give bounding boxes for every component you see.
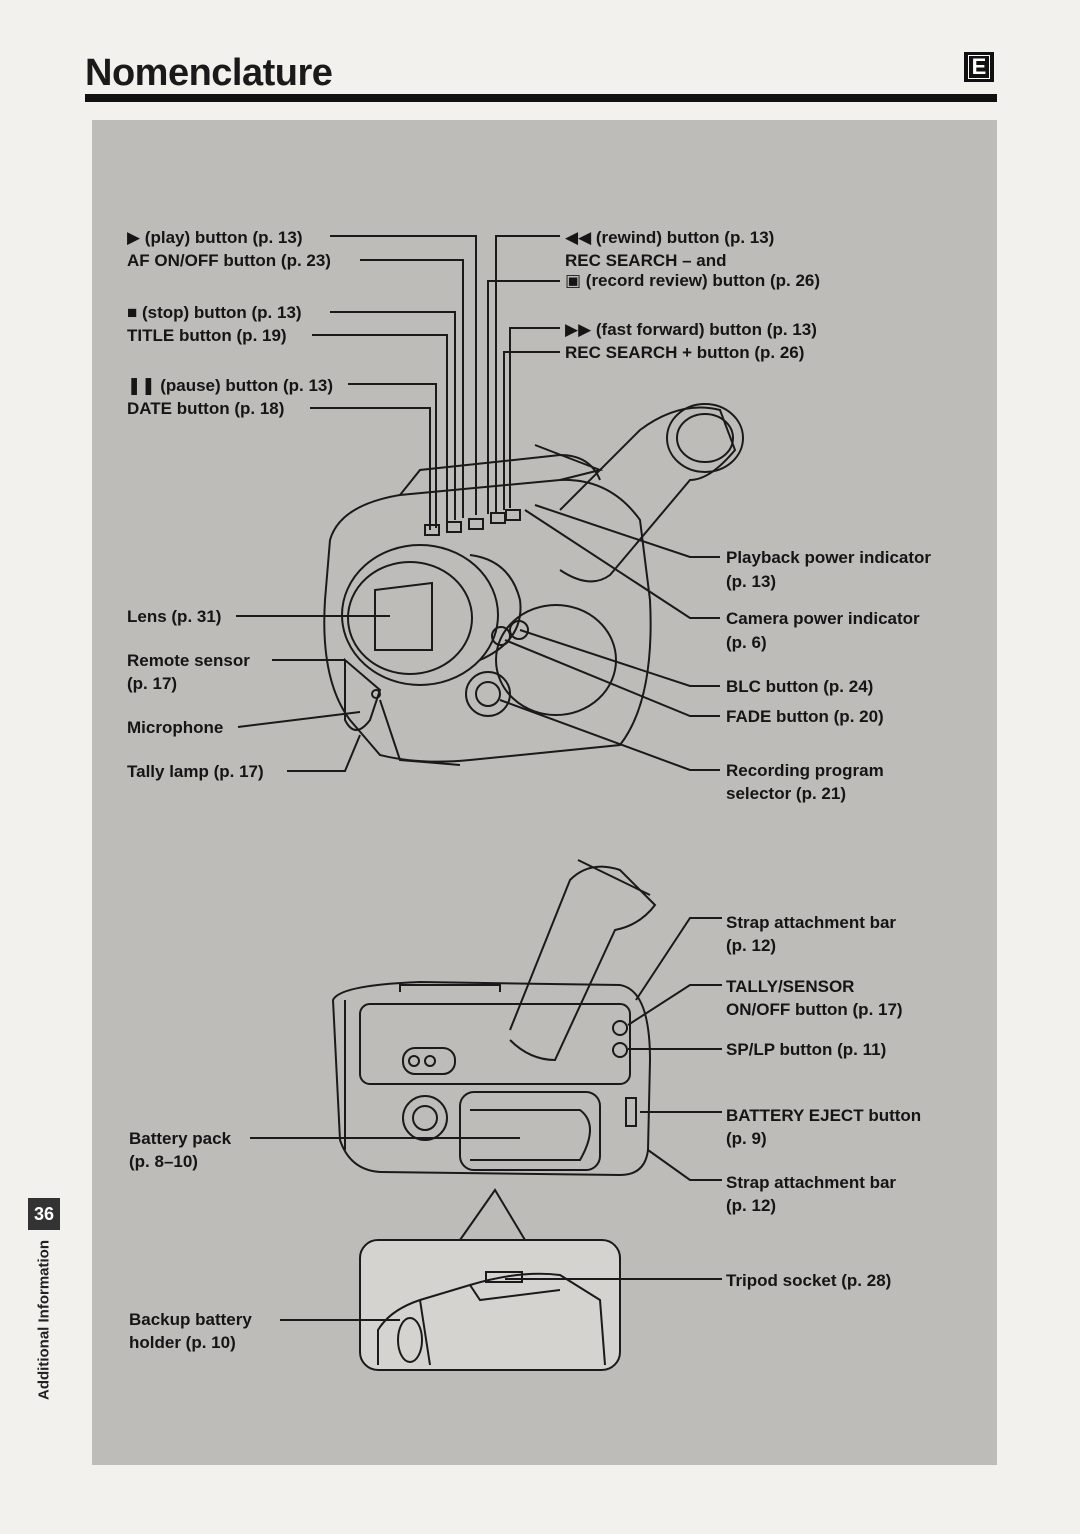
label-battery-eject: BATTERY EJECT button bbox=[726, 1106, 922, 1125]
label-microphone: Microphone bbox=[127, 718, 224, 737]
battery-pack-outline bbox=[459, 1091, 601, 1171]
label-camera-power-page: (p. 6) bbox=[726, 633, 767, 652]
program-selector-dial bbox=[465, 671, 511, 717]
label-battery-pack: Battery pack bbox=[129, 1129, 232, 1148]
label-recording-program-page: selector (p. 21) bbox=[726, 784, 846, 803]
label-battery-pack-page: (p. 8–10) bbox=[129, 1152, 198, 1171]
label-backup-battery-page: holder (p. 10) bbox=[129, 1333, 236, 1352]
label-battery-eject-page: (p. 9) bbox=[726, 1129, 767, 1148]
label-title-button: TITLE button (p. 19) bbox=[127, 326, 287, 345]
label-record-review-button: ▣ (record review) button (p. 26) bbox=[565, 271, 821, 290]
label-date-button: DATE button (p. 18) bbox=[127, 399, 285, 418]
label-splp-button: SP/LP button (p. 11) bbox=[726, 1040, 887, 1059]
label-blc-button: BLC button (p. 24) bbox=[726, 677, 874, 696]
label-fade-button: FADE button (p. 20) bbox=[726, 707, 884, 726]
label-strap-bar-bottom: Strap attachment bar bbox=[726, 1173, 897, 1192]
label-tripod-socket: Tripod socket (p. 28) bbox=[726, 1271, 892, 1290]
viewfinder bbox=[559, 406, 737, 583]
label-tally-sensor: TALLY/SENSOR bbox=[726, 977, 855, 996]
page-title: Nomenclature bbox=[85, 52, 333, 94]
label-tally-sensor-button: ON/OFF button (p. 17) bbox=[726, 1000, 903, 1019]
camera-body-outline bbox=[323, 478, 652, 763]
language-badge: E bbox=[964, 52, 994, 82]
label-camera-power: Camera power indicator bbox=[726, 609, 920, 628]
page-number: 36 bbox=[28, 1198, 60, 1230]
label-rec-search-minus: REC SEARCH – and bbox=[565, 251, 727, 270]
label-playback-power-page: (p. 13) bbox=[726, 572, 777, 591]
label-af-button: AF ON/OFF button (p. 23) bbox=[127, 251, 331, 270]
section-label: Additional Information bbox=[35, 1240, 53, 1400]
label-strap-bar-top-page: (p. 12) bbox=[726, 936, 777, 955]
title-rule bbox=[85, 94, 997, 102]
label-pause-button: ❚❚ (pause) button (p. 13) bbox=[127, 376, 334, 395]
label-remote-sensor: Remote sensor bbox=[127, 651, 250, 670]
label-tally-lamp: Tally lamp (p. 17) bbox=[127, 762, 264, 781]
camera-side-outline bbox=[331, 980, 652, 1177]
label-rec-search-plus: REC SEARCH + button (p. 26) bbox=[565, 343, 805, 362]
label-play-button: ▶ (play) button (p. 13) bbox=[127, 228, 303, 247]
label-remote-sensor-page: (p. 17) bbox=[127, 674, 178, 693]
label-lens: Lens (p. 31) bbox=[127, 607, 222, 626]
label-strap-bar-top: Strap attachment bar bbox=[726, 913, 897, 932]
label-playback-power: Playback power indicator bbox=[726, 548, 932, 567]
label-recording-program: Recording program bbox=[726, 761, 884, 780]
label-rewind-button: ◀◀ (rewind) button (p. 13) bbox=[565, 228, 775, 247]
label-fast-forward-button: ▶▶ (fast forward) button (p. 13) bbox=[565, 320, 817, 339]
label-stop-button: ■ (stop) button (p. 13) bbox=[127, 303, 302, 322]
label-strap-bar-bottom-page: (p. 12) bbox=[726, 1196, 777, 1215]
label-backup-battery: Backup battery bbox=[129, 1310, 252, 1329]
